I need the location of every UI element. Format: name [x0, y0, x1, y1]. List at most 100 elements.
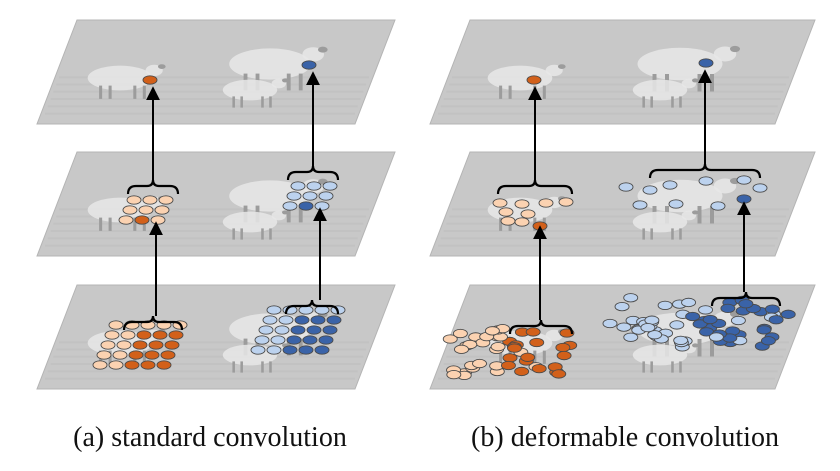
sheep-leg	[697, 74, 702, 92]
sheep-leg	[671, 228, 674, 240]
sheep-leg	[99, 217, 103, 231]
activation-dot	[736, 194, 752, 204]
activation-dot	[302, 191, 318, 201]
sheep-leg	[697, 206, 702, 224]
sheep-leg	[650, 361, 653, 373]
activation-dot	[492, 198, 508, 208]
sheep-leg	[108, 217, 112, 231]
activation-dot	[156, 360, 172, 370]
sheep-leg	[232, 228, 235, 240]
sheep-leg	[261, 96, 264, 108]
activation-dot	[302, 335, 318, 345]
activation-dot	[452, 328, 468, 339]
activation-dot	[662, 180, 678, 190]
activation-dot	[520, 209, 536, 219]
activation-dot	[100, 340, 116, 350]
activation-dot	[738, 299, 754, 309]
sheep-body	[637, 179, 723, 213]
activation-dot	[632, 200, 648, 210]
activation-dot	[501, 360, 516, 371]
activation-dot	[168, 330, 184, 340]
sheep-leg	[542, 85, 546, 99]
sheep-leg	[499, 217, 503, 231]
sheep-ear	[158, 64, 166, 69]
activation-dot	[669, 320, 685, 330]
activation-dot	[290, 181, 306, 191]
activation-dot	[298, 201, 314, 211]
sheep-leg	[99, 85, 103, 99]
sheep-leg	[269, 361, 272, 373]
activation-dot	[490, 342, 506, 352]
activation-dot	[112, 350, 128, 360]
activation-dot	[526, 75, 542, 85]
activation-dot	[326, 315, 342, 325]
activation-dot	[152, 330, 168, 340]
activation-dot	[294, 315, 310, 325]
activation-dot	[282, 345, 298, 355]
activation-dot	[764, 304, 780, 314]
activation-dot	[108, 360, 124, 370]
activation-dot	[551, 369, 567, 379]
sheep-body	[487, 65, 553, 91]
activation-dot	[286, 335, 302, 345]
sheep-leg	[240, 228, 243, 240]
activation-dot	[306, 181, 322, 191]
activation-dot	[702, 314, 718, 325]
panel-a-standard-convolution	[36, 19, 396, 390]
activation-dot	[657, 300, 673, 311]
sheep-ear	[558, 64, 566, 69]
sheep-leg	[142, 350, 146, 364]
sheep-leg	[642, 361, 645, 373]
sheep-ear	[692, 343, 699, 348]
activation-dot	[142, 75, 158, 85]
activation-dot	[286, 191, 302, 201]
activation-dot	[525, 327, 541, 337]
activation-dot	[142, 195, 158, 205]
sheep-body	[632, 79, 688, 101]
sheep-leg	[269, 228, 272, 240]
activation-dot	[623, 293, 639, 303]
activation-dot	[274, 325, 290, 335]
activation-dot	[116, 340, 132, 350]
activation-dot	[144, 350, 160, 360]
activation-dot	[128, 350, 144, 360]
activation-dot	[266, 305, 282, 315]
sheep-ear	[692, 78, 699, 83]
sheep-ear	[692, 210, 699, 215]
activation-dot	[290, 325, 306, 335]
feature-map-plane	[36, 284, 396, 390]
activation-dot	[698, 305, 714, 315]
sheep-body	[87, 65, 153, 91]
activation-dot	[282, 201, 298, 211]
sheep-leg	[650, 228, 653, 240]
activation-dot	[136, 330, 152, 340]
sheep-leg	[650, 96, 653, 108]
activation-dot	[314, 345, 330, 355]
activation-dot	[472, 358, 487, 369]
sheep-body	[222, 79, 278, 101]
sheep-ear	[282, 210, 289, 215]
activation-dot	[132, 340, 148, 350]
sheep-body	[222, 211, 278, 233]
activation-dot	[760, 336, 776, 346]
activation-dot	[314, 201, 330, 211]
sheep-leg	[642, 96, 645, 108]
feature-map-layer-top	[36, 19, 396, 125]
activation-dot	[138, 205, 154, 215]
feature-map-layer-middle	[36, 151, 396, 257]
activation-dot	[154, 205, 170, 215]
activation-dot	[322, 181, 338, 191]
activation-dot	[484, 326, 500, 336]
sheep-leg	[710, 74, 714, 92]
activation-dot	[730, 315, 746, 326]
activation-dot	[555, 342, 571, 353]
sheep-leg	[697, 339, 702, 357]
sheep-leg	[261, 228, 264, 240]
feature-map-layer-bottom	[36, 284, 396, 390]
lamb-2	[632, 78, 699, 108]
activation-dot	[250, 345, 266, 355]
sheep-leg	[133, 217, 137, 231]
activation-dot	[134, 215, 150, 225]
sheep-leg	[710, 206, 714, 224]
